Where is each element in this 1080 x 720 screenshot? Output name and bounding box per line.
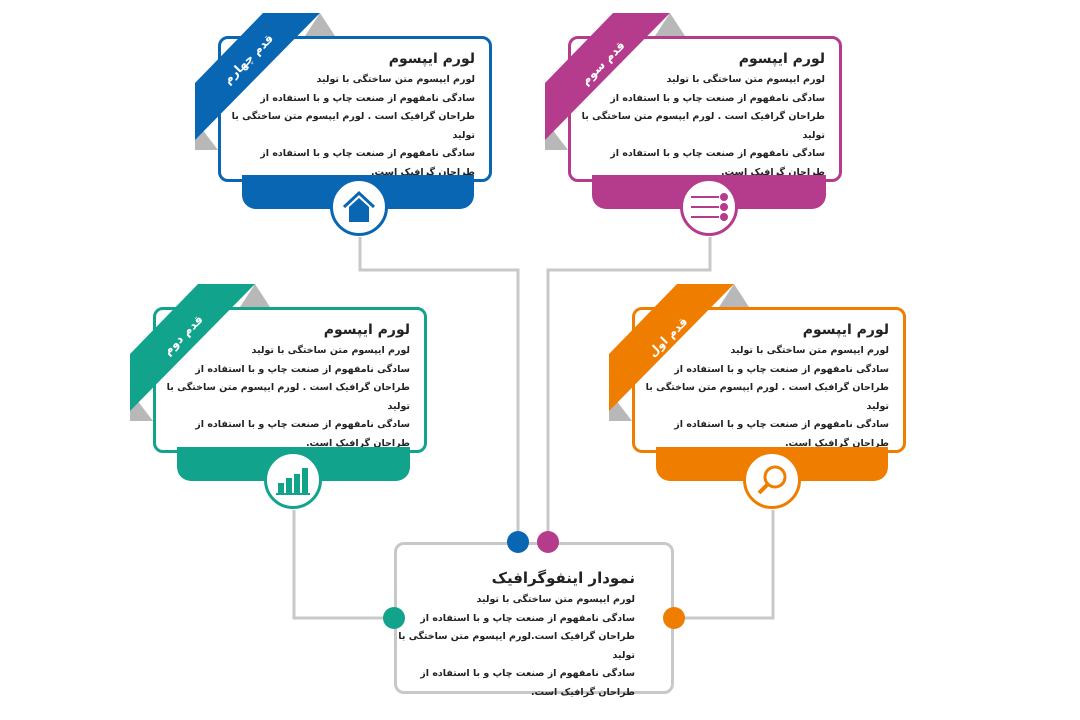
list-icon <box>680 178 738 236</box>
step-4-title: لورم ایپسوم <box>388 51 475 67</box>
teal-dot <box>383 607 405 629</box>
home-icon <box>330 178 388 236</box>
step-1-card: لورم ایپسوم لورم ایپسوم متن ساختگی با تول… <box>632 307 906 453</box>
step-2-title: لورم ایپسوم <box>323 322 410 338</box>
step-4-body: لورم ایپسوم متن ساختگی با تولید سادگی نا… <box>231 74 475 178</box>
step-1-title: لورم ایپسوم <box>802 322 889 338</box>
search-icon <box>743 451 801 509</box>
step-1-body: لورم ایپسوم متن ساختگی با تولید سادگی نا… <box>645 345 889 449</box>
step-3-title: لورم ایپسوم <box>738 51 825 67</box>
orange-dot <box>663 607 685 629</box>
center-body: لورم ایپسوم متن ساختگی با تولید سادگی نا… <box>398 594 635 698</box>
center-title: نمودار اینفوگرافیک <box>491 569 635 587</box>
step-2-body: لورم ایپسوم متن ساختگی با تولید سادگی نا… <box>166 345 410 449</box>
step-3-body: لورم ایپسوم متن ساختگی با تولید سادگی نا… <box>581 74 825 178</box>
bar-chart-icon <box>264 451 322 509</box>
magenta-dot <box>537 531 559 553</box>
blue-dot <box>507 531 529 553</box>
